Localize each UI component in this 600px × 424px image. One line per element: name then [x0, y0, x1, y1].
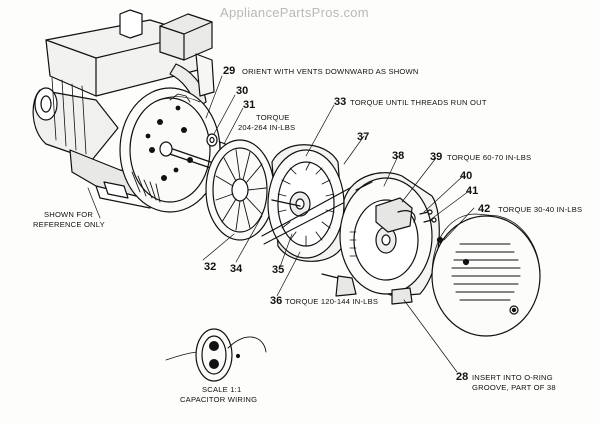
- leader-lines: [87, 75, 475, 373]
- callout-30-number: 30: [236, 85, 249, 97]
- callout-40-number: 40: [460, 170, 473, 182]
- reference-note-line-2: REFERENCE ONLY: [33, 220, 105, 229]
- callout-38-number: 38: [392, 150, 405, 162]
- capacitor-wiring-inset: [165, 328, 267, 382]
- callout-42-text: TORQUE 30-40 IN-LBS: [498, 205, 583, 214]
- end-cover: [431, 213, 541, 337]
- callout-36-text: TORQUE 120-144 IN-LBS: [285, 297, 379, 306]
- callout-39-number: 39: [430, 151, 443, 163]
- callout-41-number: 41: [466, 185, 479, 197]
- callout-29-number: 29: [223, 65, 236, 77]
- callout-35-number: 35: [272, 264, 285, 276]
- reference-note-line-1: SHOWN FOR: [44, 210, 94, 219]
- callout-42-number: 42: [478, 203, 491, 215]
- watermark: AppliancePartsPros.com: [220, 5, 369, 20]
- callout-29-text: ORIENT WITH VENTS DOWNWARD AS SHOWN: [242, 67, 419, 76]
- capacitor-scale-label: SCALE 1:1: [202, 385, 242, 394]
- callout-39-text: TORQUE 60-70 IN-LBS: [447, 153, 532, 162]
- callout-28-text-1: INSERT INTO O-RING: [472, 373, 553, 382]
- stator-housing-part-38: [321, 172, 440, 305]
- callout-28-text-2: GROOVE, PART OF 38: [472, 383, 556, 392]
- callout-32-number: 32: [204, 261, 217, 273]
- engine-reference: [32, 9, 229, 213]
- callout-31-text-2: 204-264 IN-LBS: [238, 123, 296, 132]
- capacitor-wiring-label: CAPACITOR WIRING: [180, 395, 258, 404]
- callout-34-number: 34: [230, 263, 243, 275]
- callout-33-number: 33: [334, 96, 347, 108]
- callout-31-number: 31: [243, 99, 256, 111]
- fan-part-32: [205, 139, 275, 241]
- rotor-part-34-35: [267, 144, 345, 262]
- callout-33-text: TORQUE UNTIL THREADS RUN OUT: [350, 98, 487, 107]
- callout-31-text-1: TORQUE: [256, 113, 290, 122]
- callout-28-number: 28: [456, 371, 469, 383]
- flange-bolts: [145, 105, 193, 181]
- callout-36-number: 36: [270, 295, 283, 307]
- callout-37-number: 37: [357, 131, 370, 143]
